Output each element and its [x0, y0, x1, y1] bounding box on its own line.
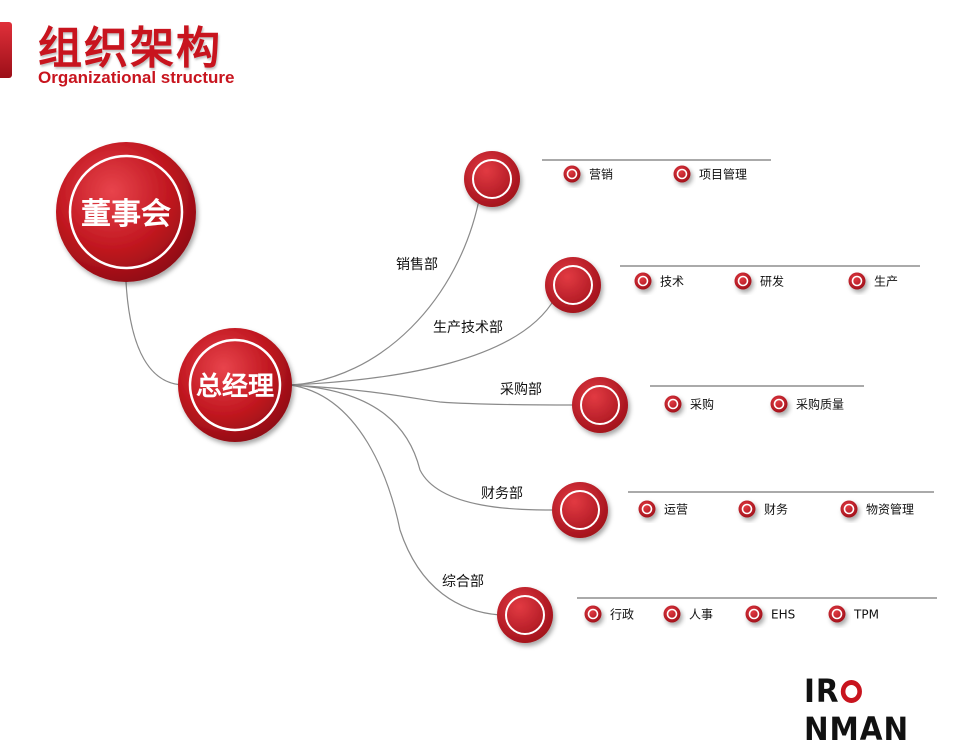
page-subtitle: Organizational structure — [38, 68, 235, 87]
sub-item: TPM — [828, 605, 879, 623]
o-ring-icon — [840, 680, 862, 703]
bullet-ring — [667, 398, 679, 410]
sub-item-label: 行政 — [610, 608, 634, 622]
sub-item: 行政 — [584, 605, 634, 623]
department-node-ring — [505, 595, 545, 635]
bullet-ring — [748, 608, 760, 620]
ironman-logo: IRNMAN — [804, 672, 910, 748]
department-label: 销售部 — [396, 257, 438, 273]
bullet-icon — [663, 605, 681, 623]
bullet-ring — [637, 275, 649, 287]
department-2: 生产技术部 技术 研发 生产 — [433, 257, 920, 336]
sub-item-label: 营销 — [589, 168, 613, 182]
department-label: 综合部 — [442, 574, 484, 590]
sub-item: 生产 — [848, 272, 898, 290]
general-manager-node: 总经理 — [178, 328, 292, 442]
sub-item: 财务 — [738, 500, 788, 518]
bullet-ring — [851, 275, 863, 287]
page-title: 组织架构 — [38, 23, 222, 74]
sub-item: 物资管理 — [840, 500, 914, 518]
bullet-ring — [641, 503, 653, 515]
bullet-icon — [840, 500, 858, 518]
bullet-icon — [734, 272, 752, 290]
sub-item-label: 研发 — [760, 274, 784, 289]
department-label: 财务部 — [481, 486, 523, 502]
bullet-ring — [676, 168, 688, 180]
connector-lines — [125, 194, 576, 616]
sub-item: 技术 — [634, 272, 684, 290]
bullet-ring — [587, 608, 599, 620]
sub-item: 运营 — [638, 500, 688, 518]
bullet-ring — [666, 608, 678, 620]
sub-item-label: 生产 — [874, 275, 898, 289]
sub-item: 项目管理 — [673, 165, 747, 183]
general-manager-label: 总经理 — [196, 371, 274, 402]
bullet-icon — [638, 500, 656, 518]
department-node-ring — [560, 490, 600, 530]
sub-item-label: 采购质量 — [796, 397, 844, 412]
sub-item-label: 物资管理 — [866, 502, 914, 517]
department-label: 生产技术部 — [433, 320, 503, 336]
department-node-ring — [580, 385, 620, 425]
bullet-ring — [737, 275, 749, 287]
sub-item: 研发 — [734, 272, 784, 290]
bullet-icon — [673, 165, 691, 183]
bullet-icon — [563, 165, 581, 183]
bullet-icon — [634, 272, 652, 290]
accent-bar — [0, 22, 12, 78]
bullet-icon — [828, 605, 846, 623]
sub-item-label: 人事 — [689, 608, 713, 622]
sub-item: 采购质量 — [770, 395, 844, 413]
bullet-icon — [664, 395, 682, 413]
bullet-ring — [831, 608, 843, 620]
sub-item-label: 运营 — [664, 503, 688, 517]
sub-item: 采购 — [664, 395, 714, 413]
department-node-ring — [472, 159, 512, 199]
sub-item-label: 技术 — [660, 275, 684, 289]
bullet-ring — [773, 398, 785, 410]
sub-item-label: TPM — [853, 608, 879, 622]
bullet-icon — [738, 500, 756, 518]
bullet-icon — [584, 605, 602, 623]
sub-item-label: 财务 — [764, 502, 788, 517]
sub-item: 营销 — [563, 165, 613, 183]
sub-item: 人事 — [663, 605, 713, 623]
department-node-ring — [553, 265, 593, 305]
bullet-ring — [741, 503, 753, 515]
bullet-icon — [770, 395, 788, 413]
board-node: 董事会 — [56, 142, 196, 282]
board-label: 董事会 — [81, 197, 171, 232]
department-1: 销售部 营销 项目管理 — [396, 151, 771, 273]
department-label: 采购部 — [500, 382, 542, 398]
bullet-ring — [566, 168, 578, 180]
sub-item-label: 项目管理 — [699, 167, 747, 182]
bullet-ring — [843, 503, 855, 515]
sub-item-label: EHS — [771, 608, 795, 622]
sub-item: EHS — [745, 605, 795, 623]
sub-item-label: 采购 — [690, 397, 714, 412]
bullet-icon — [848, 272, 866, 290]
bullet-icon — [745, 605, 763, 623]
